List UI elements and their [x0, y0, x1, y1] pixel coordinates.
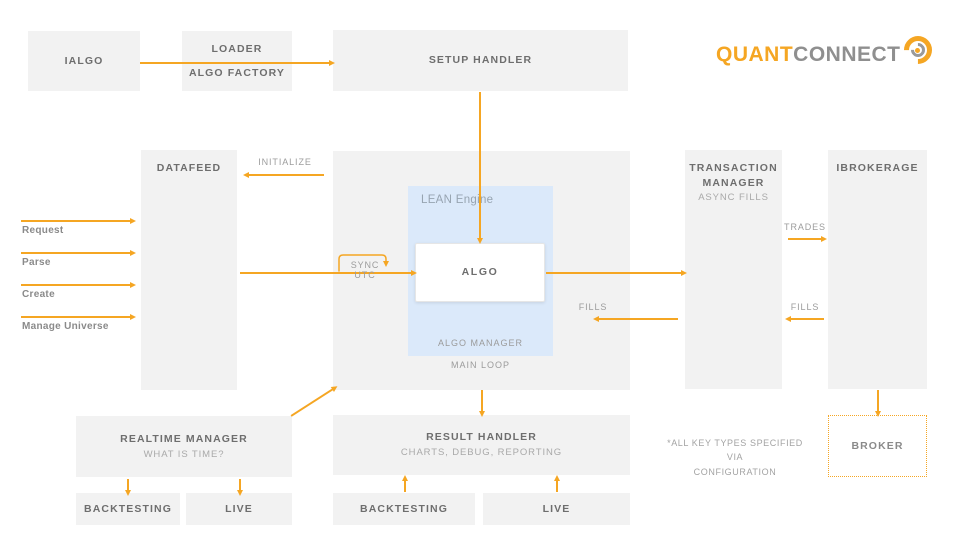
- box-broker: BROKER: [828, 415, 927, 477]
- create-label: Create: [22, 289, 55, 300]
- quantconnect-swirl-icon: [897, 30, 938, 70]
- box-result-handler-title: RESULT HANDLER: [426, 431, 537, 444]
- fills-center-label: FILLS: [578, 302, 608, 312]
- fills-right-label: FILLS: [790, 302, 820, 312]
- config-note-line1: *ALL KEY TYPES SPECIFIED VIA: [667, 438, 803, 463]
- parse-label: Parse: [22, 257, 51, 268]
- logo-text-quant: QUANT: [716, 43, 794, 66]
- box-realtime-manager-subtitle: WHAT IS TIME?: [143, 448, 225, 460]
- arrow-datafeed-to-algo: [240, 269, 417, 276]
- box-realtime-manager-title: REALTIME MANAGER: [120, 432, 248, 445]
- arrow-backtesting-to-result: [401, 475, 408, 492]
- arrow-request: [21, 217, 136, 224]
- box-backtesting-center: BACKTESTING: [333, 493, 475, 525]
- manage-universe-label: Manage Universe: [22, 321, 109, 332]
- box-datafeed: DATAFEED: [141, 150, 237, 390]
- box-live-left-title: LIVE: [225, 502, 253, 515]
- arrow-fills-to-lean: [593, 315, 678, 322]
- lean-engine-label: LEAN Engine: [421, 194, 494, 206]
- sync-utc-label: SYNC UTC: [350, 260, 380, 280]
- box-ibrokerage: IBROKERAGE: [828, 150, 927, 389]
- box-algo-title: ALGO: [461, 266, 499, 279]
- box-result-handler-subtitle: CHARTS, DEBUG, REPORTING: [400, 447, 563, 459]
- box-live-left: LIVE: [186, 493, 292, 525]
- box-ialgo: IALGO: [28, 31, 140, 91]
- box-datafeed-title: DATAFEED: [156, 162, 222, 174]
- arrow-algo-to-transaction-manager: [546, 269, 687, 276]
- arrow-lean-to-result-handler: [478, 390, 485, 417]
- arrow-manage-universe: [21, 313, 136, 320]
- sync-utc-loop-icon: [338, 254, 389, 272]
- box-transaction-manager-title: TRANSACTION MANAGER: [689, 162, 778, 189]
- box-backtesting-left: BACKTESTING: [76, 493, 180, 525]
- trades-label: TRADES: [784, 222, 826, 232]
- config-note-line2: CONFIGURATION: [693, 466, 777, 477]
- arrow-trades: [788, 235, 827, 242]
- main-loop-label: MAIN LOOP: [450, 360, 510, 370]
- box-backtesting-left-title: BACKTESTING: [84, 502, 172, 515]
- box-result-handler: RESULT HANDLER CHARTS, DEBUG, REPORTING: [333, 415, 630, 475]
- arrow-realtime-to-backtesting: [124, 479, 131, 496]
- arrow-parse: [21, 249, 136, 256]
- box-setup-handler: SETUP HANDLER: [333, 30, 628, 91]
- arrow-realtime-to-lean: [290, 383, 339, 417]
- box-loader-title: LOADER: [211, 42, 263, 55]
- box-broker-title: BROKER: [851, 439, 904, 452]
- arrow-fills-right: [785, 315, 824, 322]
- box-transaction-manager: TRANSACTION MANAGER ASYNC FILLS: [685, 150, 782, 389]
- request-label: Request: [22, 225, 64, 236]
- arrow-ialgo-to-setup-handler: [140, 59, 335, 66]
- box-ialgo-title: IALGO: [64, 54, 104, 67]
- box-realtime-manager: REALTIME MANAGER WHAT IS TIME?: [76, 416, 292, 477]
- box-backtesting-center-title: BACKTESTING: [360, 502, 448, 515]
- box-live-center: LIVE: [483, 493, 630, 525]
- initialize-label: INITIALIZE: [258, 157, 312, 167]
- logo-text-connect: CONNECT: [793, 43, 901, 66]
- box-loader: LOADER ALGO FACTORY: [182, 31, 292, 91]
- arrow-realtime-to-live: [236, 479, 243, 496]
- arrow-setup-handler-to-algo: [476, 92, 483, 244]
- box-loader-subtitle: ALGO FACTORY: [188, 66, 286, 79]
- arrow-create: [21, 281, 136, 288]
- box-ibrokerage-title: IBROKERAGE: [836, 162, 919, 174]
- box-live-center-title: LIVE: [542, 502, 571, 515]
- box-transaction-manager-subtitle: ASYNC FILLS: [698, 192, 769, 204]
- arrow-initialize-to-datafeed: [243, 171, 324, 178]
- algo-manager-label: ALGO MANAGER: [437, 338, 523, 348]
- swirl-center-dot: [915, 47, 921, 53]
- box-setup-handler-title: SETUP HANDLER: [428, 54, 533, 67]
- config-note: *ALL KEY TYPES SPECIFIED VIA CONFIGURATI…: [662, 436, 808, 479]
- box-algo: ALGO: [415, 243, 545, 302]
- arrow-ibrokerage-to-broker: [874, 390, 881, 417]
- arrow-live-to-result: [553, 475, 560, 492]
